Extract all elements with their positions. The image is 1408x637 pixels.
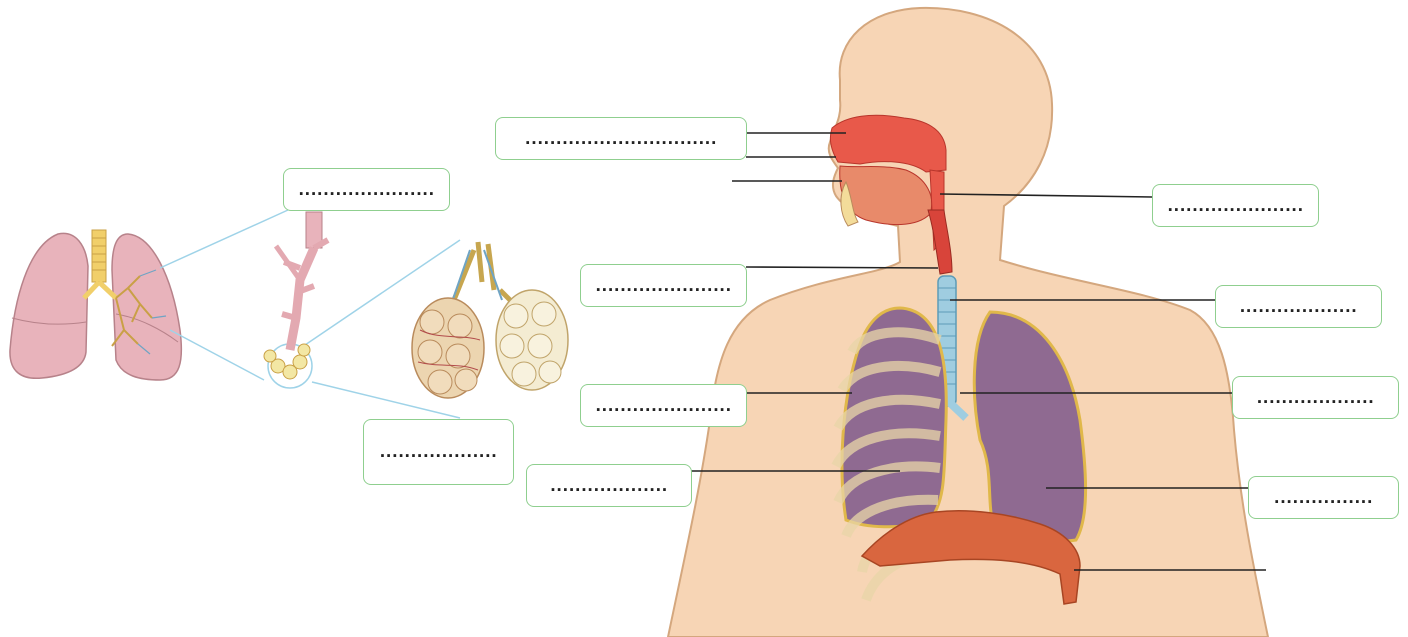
label-box-alveoli[interactable]: ...................: [363, 419, 514, 485]
label-box-trachea[interactable]: ...................: [1215, 285, 1382, 328]
label-box-left-bottom[interactable]: ................: [1248, 476, 1399, 519]
alveoli-illustration: [412, 242, 568, 398]
label-box-mouth[interactable]: ...............................: [495, 117, 747, 160]
label-box-right-lung[interactable]: ...................: [526, 464, 692, 507]
bronchial-tree-illustration: [264, 212, 328, 379]
lungs-illustration: [10, 230, 181, 380]
label-box-bronchus[interactable]: ......................: [580, 384, 747, 427]
label-box-left-lung[interactable]: ...................: [1232, 376, 1399, 419]
torso-illustration: [668, 8, 1268, 637]
label-box-bronchiole[interactable]: ......................: [283, 168, 450, 211]
label-box-larynx[interactable]: ......................: [580, 264, 747, 307]
label-box-pharynx[interactable]: ......................: [1152, 184, 1319, 227]
